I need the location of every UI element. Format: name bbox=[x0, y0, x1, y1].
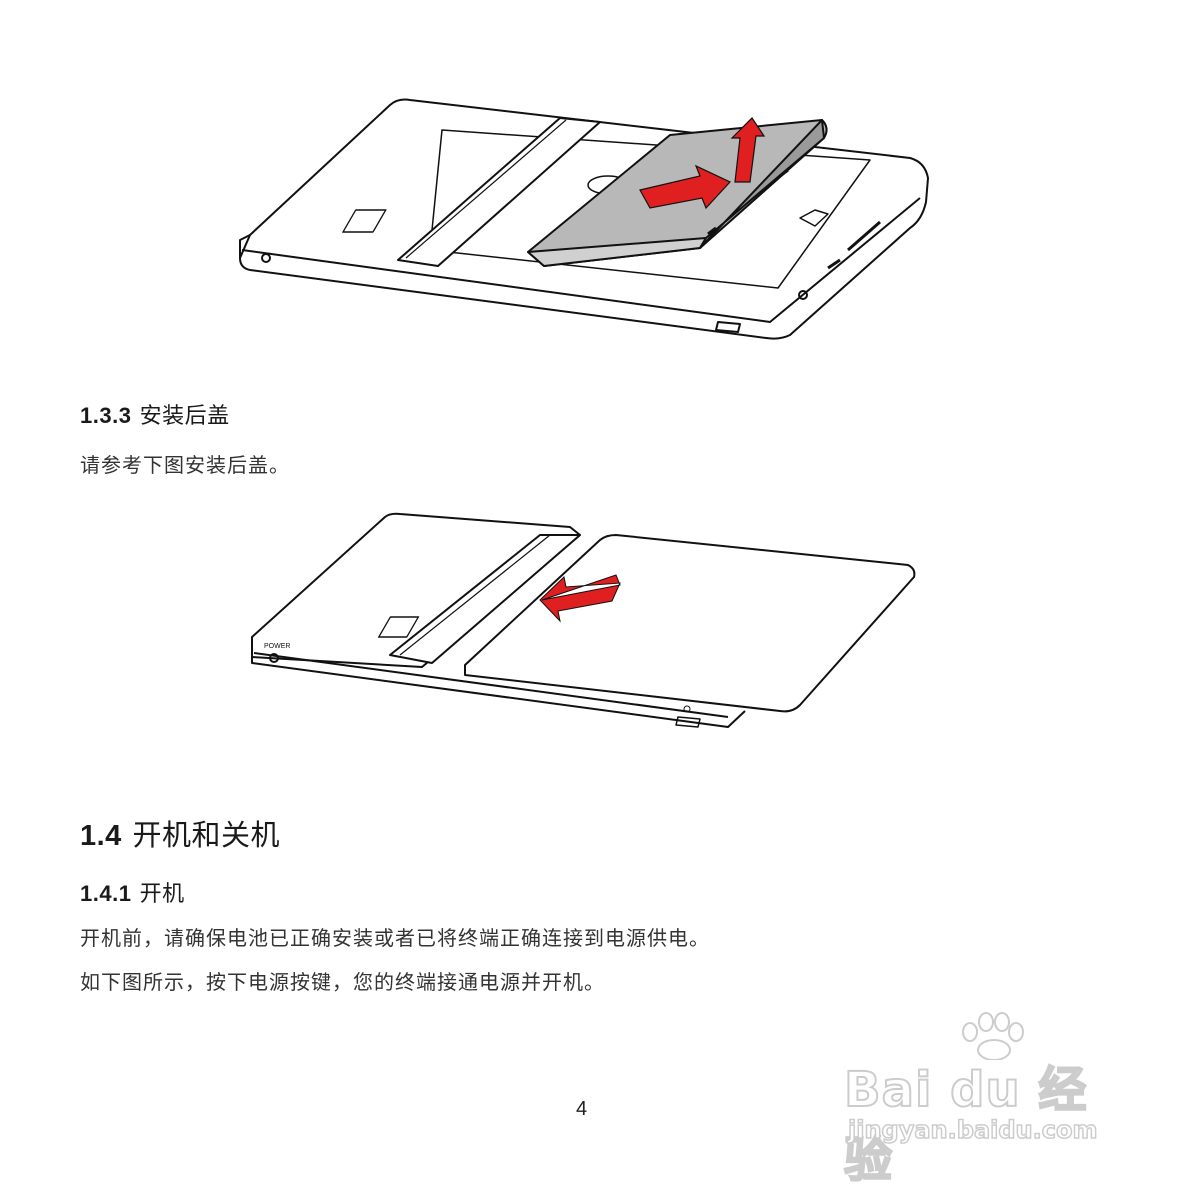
section-text-1-4-1-para1: 开机前，请确保电池已正确安装或者已将终端正确连接到电源供电。 bbox=[80, 926, 710, 950]
power-label: POWER bbox=[264, 643, 290, 650]
watermark-brand: Bai du 经验 bbox=[843, 1061, 1088, 1189]
page-number: 4 bbox=[576, 1098, 588, 1120]
battery-install-illustration bbox=[239, 98, 929, 340]
section-text-1-4-1-para2: 如下图所示，按下电源按键，您的终端接通电源并开机。 bbox=[80, 970, 605, 994]
section-heading-1-4-1: 1.4.1 开机 bbox=[80, 881, 185, 907]
watermark-url: jingyan.baidu.com bbox=[847, 1115, 1098, 1145]
section-text-1-3-3: 请参考下图安装后盖。 bbox=[80, 453, 290, 477]
paw-icon bbox=[962, 1012, 1024, 1060]
section-heading-1-3-3: 1.3.3 安装后盖 bbox=[80, 403, 230, 429]
section-heading-1-4: 1.4 开机和关机 bbox=[80, 818, 280, 852]
back-cover-install-illustration: POWER bbox=[251, 512, 916, 728]
baidu-jingyan-watermark: Bai du 经验 jingyan.baidu.com bbox=[840, 1010, 1130, 1189]
